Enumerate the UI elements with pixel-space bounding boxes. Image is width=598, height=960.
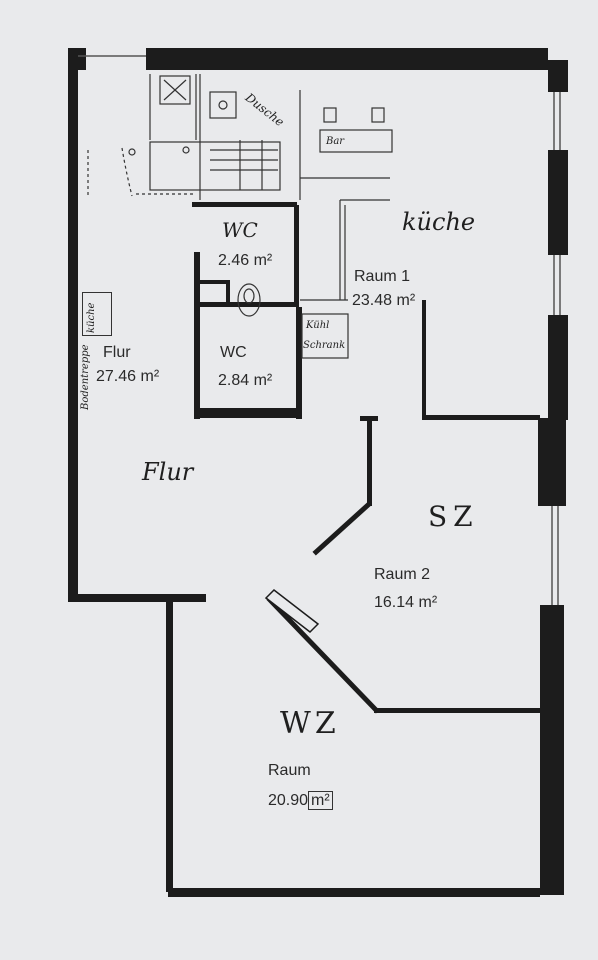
wz-handwritten: WZ bbox=[280, 706, 340, 741]
sz-handwritten: SZ bbox=[428, 500, 479, 533]
raum3-area-value: 20.90 bbox=[268, 792, 309, 809]
wall-hall-vertical bbox=[367, 416, 372, 506]
raum3-name: Raum bbox=[268, 762, 311, 779]
bodentreppe-vertical: Bodentreppe bbox=[80, 344, 91, 410]
toilet-bowl bbox=[237, 283, 261, 317]
washer-box bbox=[159, 75, 191, 105]
wall-wc-right bbox=[294, 205, 299, 305]
wall-mid-left bbox=[68, 594, 206, 602]
schrank-handwritten: Schrank bbox=[303, 340, 346, 351]
raum1-name: Raum 1 bbox=[354, 268, 411, 285]
wall-wc2-left bbox=[194, 307, 200, 419]
wc-bottom-area: 2.84 m² bbox=[218, 372, 273, 389]
wall-wc2-bottom bbox=[200, 408, 302, 418]
flur-area: 27.46 m² bbox=[96, 368, 160, 385]
wall-wc-top bbox=[192, 202, 297, 207]
shaft-top bbox=[200, 280, 230, 284]
window-pier-right-1 bbox=[548, 150, 568, 255]
windows bbox=[78, 55, 561, 605]
door-leaf bbox=[264, 589, 320, 633]
fixture-dot bbox=[128, 148, 136, 156]
raum2-area: 16.14 m² bbox=[374, 594, 438, 611]
diagonal-walls bbox=[266, 501, 380, 714]
bar-stool-2 bbox=[371, 107, 385, 123]
wall-top bbox=[146, 48, 548, 70]
sink-drain bbox=[218, 100, 228, 110]
wall-right-lower bbox=[540, 605, 564, 895]
wc-top-area: 2.46 m² bbox=[218, 252, 273, 269]
window-pier-right-2 bbox=[548, 315, 568, 420]
bathroom-fixtures bbox=[87, 74, 281, 200]
diagonal-wall-upper bbox=[312, 501, 372, 556]
bath-counter bbox=[149, 141, 281, 191]
sink bbox=[209, 91, 237, 119]
toilet-seat bbox=[243, 288, 255, 304]
washer-cross-b bbox=[163, 79, 187, 101]
wall-corner-top-right bbox=[548, 60, 568, 92]
wc-handwritten: WC bbox=[222, 218, 258, 242]
bar-stool-1 bbox=[323, 107, 337, 123]
wall-wc-mid bbox=[194, 302, 299, 307]
wall-kitchen-bottom bbox=[426, 415, 540, 420]
fixture-dot-2 bbox=[182, 146, 190, 154]
flur-name: Flur bbox=[103, 344, 131, 361]
fridge-box bbox=[301, 313, 349, 359]
door-swing-dashed bbox=[121, 147, 133, 197]
toilet bbox=[237, 283, 261, 317]
wall-corner-top-left bbox=[68, 48, 86, 70]
flur-handwritten: Flur bbox=[142, 458, 194, 486]
raum1-area: 23.48 m² bbox=[352, 292, 416, 309]
wall-bottom bbox=[168, 888, 540, 897]
wall-kitchen-stub bbox=[422, 300, 426, 420]
wall-right-mid bbox=[538, 418, 566, 506]
wall-lower-left bbox=[166, 598, 173, 892]
kitchen-fixtures bbox=[299, 90, 393, 359]
outer-walls bbox=[68, 48, 568, 897]
stair-box bbox=[82, 292, 112, 336]
bar-handwritten: Bar bbox=[326, 136, 345, 147]
kueche-small-vertical: küche bbox=[86, 302, 97, 333]
wall-wc-left bbox=[194, 252, 200, 304]
diagonal-door-leaf bbox=[264, 589, 320, 633]
diagonal-wall-lower bbox=[266, 596, 380, 714]
raum3-area-unit: m² bbox=[308, 791, 333, 810]
wall-sz-wz bbox=[374, 708, 540, 713]
shaft-right bbox=[226, 280, 230, 304]
kueche-handwritten: küche bbox=[402, 208, 476, 236]
raum2-name: Raum 2 bbox=[374, 566, 431, 583]
kuehl-handwritten: Kühl bbox=[306, 320, 330, 331]
wc-bottom-name: WC bbox=[220, 344, 247, 361]
wall-left bbox=[68, 48, 78, 600]
bar-counter bbox=[319, 129, 393, 153]
wall-wc2-right bbox=[296, 307, 302, 419]
interior-walls bbox=[192, 202, 540, 713]
